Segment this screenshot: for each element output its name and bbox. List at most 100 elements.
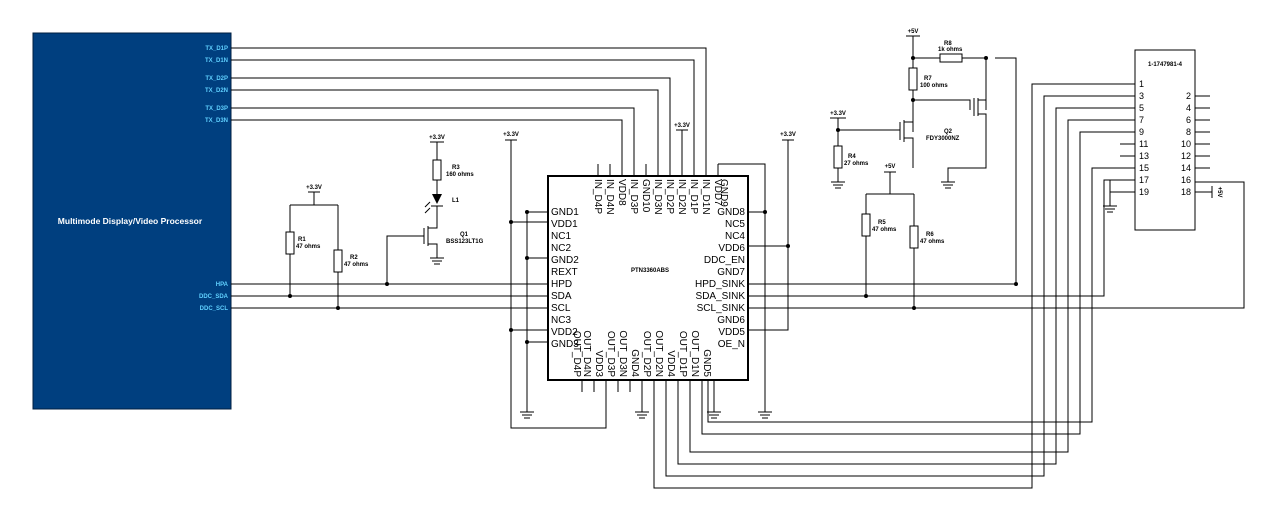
chip-bottom-pin-label: OUT_D1P [677, 331, 688, 377]
chip-right-pin-label: GND8 [717, 207, 745, 218]
r7-value: 100 ohms [920, 83, 948, 89]
q1-value: BSS123LT1G [446, 239, 484, 245]
chip-top-pin-label: IN_D1P [688, 179, 699, 214]
connector-right-pin-label: 16 [1181, 175, 1191, 185]
chip-right-pin-label: HPD_SINK [695, 279, 745, 290]
proc-pin-tx-d2p: TX_D2P [205, 76, 228, 82]
connector-right-pin-label: 2 [1186, 91, 1191, 101]
chip-right-pin-label: GND7 [717, 267, 745, 278]
chip-bottom-pin-label: VDD4 [665, 350, 676, 377]
chip-bottom-pin-label: OUT_D3N [617, 330, 628, 377]
chip-left-pin-label: NC2 [551, 243, 571, 254]
r1-ref: R1 [298, 237, 306, 243]
chip-bottom-pin-label: GND5 [701, 349, 712, 377]
chip-top-pin-label: VDD8 [616, 179, 627, 206]
chip-left-pin-label: GND1 [551, 207, 579, 218]
chip-top-pin-label: IN_D4P [592, 179, 603, 214]
proc-pin-ddc-sda: DDC_SDA [199, 294, 229, 300]
chip-left-pin-label: VDD2 [551, 327, 578, 338]
wires [231, 35, 1245, 489]
chip-top-pin-label: IN_D4N [604, 179, 615, 215]
chip-left-pin-label: REXT [551, 267, 578, 278]
connector-left-pin-label: 19 [1139, 187, 1149, 197]
r8-value: 1k ohms [938, 47, 963, 53]
chip-left-pin-labels: GND1VDD1NC1NC2GND2REXTHPDSDASCLNC3VDD2GN… [551, 207, 579, 350]
proc-pin-tx-d2n: TX_D2N [205, 88, 228, 94]
proc-pin-hpa: HPA [216, 282, 229, 288]
ptn3360-chip: PTN3360ABS [547, 175, 749, 381]
chip-top-pin-label: GND10 [640, 179, 651, 213]
chip-bottom-pin-label: OUT_D2P [641, 331, 652, 377]
r3-value: 160 ohms [446, 172, 474, 178]
chip-right-pin-label: NC5 [725, 219, 745, 230]
r7-ref: R7 [924, 76, 932, 82]
chip-left-pin-label: HPD [551, 279, 572, 290]
q2-ref: Q2 [944, 129, 953, 135]
connector-left-pin-label: 7 [1139, 115, 1144, 125]
power-v33-r1: +3.3V [306, 185, 322, 191]
power-v33-right: +3.3V [780, 132, 796, 138]
chip-right-pin-label: DDC_EN [704, 255, 745, 266]
connector-right-pin-label: 10 [1181, 139, 1191, 149]
chip-left-pin-label: SDA [551, 291, 572, 302]
processor-block: Multimode Display/Video Processor TX_D1P… [32, 32, 232, 410]
connector-left-pin-label: 15 [1139, 163, 1149, 173]
processor-title: Multimode Display/Video Processor [58, 216, 203, 226]
connector-left-pin-label: 11 [1139, 139, 1148, 149]
chip-right-pin-label: NC4 [725, 231, 745, 242]
chip-right-pin-labels: GND8NC5NC4VDD6DDC_ENGND7HPD_SINKSDA_SINK… [695, 207, 745, 350]
proc-pin-ddc-scl: DDC_SCL [200, 306, 229, 312]
power-v5-r56: +5V [885, 164, 896, 170]
chip-left-pin-label: GND2 [551, 255, 579, 266]
chip-top-pin-label: IN_D2N [676, 179, 687, 215]
r5-ref: R5 [878, 220, 886, 226]
connector-right-pin-label: 4 [1186, 103, 1191, 113]
connector-left-pin-label: 9 [1139, 127, 1144, 137]
chip-name: PTN3360ABS [631, 268, 669, 274]
component-labels: R1 47 ohms R2 47 ohms R3 160 ohms L1 Q1 … [296, 41, 963, 268]
r8-ref: R8 [944, 41, 952, 47]
q1-ref: Q1 [460, 232, 469, 238]
power-labels: +3.3V +3.3V +3.3V +3.3V +3.3V +3.3V +5V … [306, 29, 1222, 197]
chip-right-pin-label: SDA_SINK [696, 291, 746, 302]
connector-name: 1-1747981-4 [1148, 62, 1183, 68]
chip-right-pin-label: VDD6 [718, 243, 745, 254]
chip-right-pin-label: VDD5 [718, 327, 745, 338]
chip-right-pin-label: GND6 [717, 315, 745, 326]
chip-bottom-pin-label: OUT_D2N [653, 330, 664, 377]
chip-top-pin-label: IN_D1N [700, 179, 711, 215]
chip-top-pin-label: VDD7 [712, 179, 723, 206]
chip-bottom-pin-label: OUT_D4P [571, 331, 582, 377]
chip-right-pin-label: SCL_SINK [697, 303, 746, 314]
connector-right-pin-label: 12 [1181, 151, 1191, 161]
chip-bottom-pin-label: OUT_D4N [581, 330, 592, 377]
power-v33-r4: +3.3V [830, 111, 846, 117]
r2-value: 47 ohms [344, 262, 369, 268]
chip-top-pin-label: GND9 [718, 179, 729, 207]
l1-ref: L1 [452, 198, 460, 204]
chip-left-pin-label: NC3 [551, 315, 571, 326]
proc-pin-tx-d1p: TX_D1P [205, 46, 228, 52]
chip-left-pin-label: NC1 [551, 231, 571, 242]
r2-ref: R2 [350, 255, 358, 261]
chip-bottom-pin-label: VDD3 [593, 350, 604, 377]
connector-left-pin-label: 3 [1139, 91, 1144, 101]
r5-value: 47 ohms [872, 227, 897, 233]
connector-left-pin-label: 13 [1139, 151, 1149, 161]
chip-left-pin-label: SCL [551, 303, 571, 314]
led-l1-symbol [424, 194, 443, 214]
connector-left-pin-label: 17 [1139, 175, 1149, 185]
power-v33-r3: +3.3V [429, 135, 445, 141]
connector-left-pin-label: 1 [1139, 79, 1144, 89]
chip-bottom-pin-label: GND4 [629, 349, 640, 377]
r6-value: 47 ohms [920, 239, 945, 245]
connector-right-pin-label: 6 [1186, 115, 1191, 125]
connector-right-pin-label: 18 [1181, 187, 1191, 197]
junction-dots [288, 56, 1018, 344]
power-v5-top: +5V [908, 29, 919, 35]
